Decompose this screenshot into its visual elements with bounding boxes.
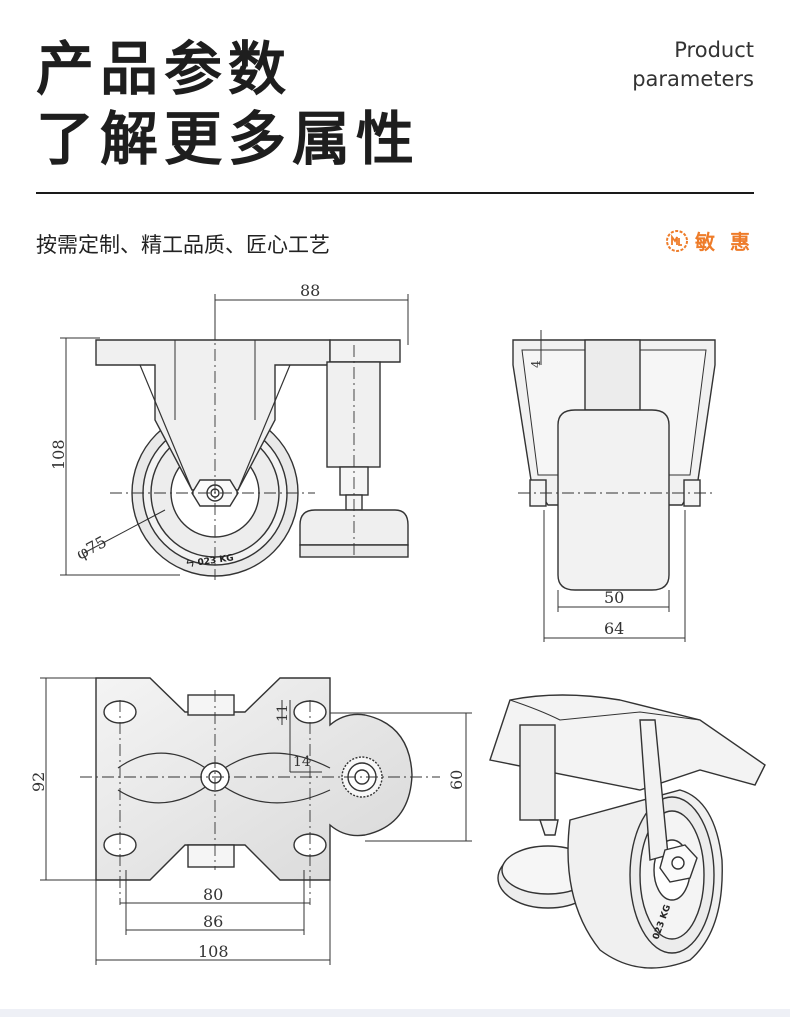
dim-wheel-diameter: φ75	[73, 532, 110, 564]
dim-front-width: 88	[300, 281, 320, 300]
dim-top-slot-14: 14	[293, 754, 311, 770]
bottom-strip	[0, 1009, 790, 1017]
top-view	[40, 677, 472, 965]
page-title-line2: 了解更多属性	[36, 105, 421, 173]
brand-name: 敏 惠	[695, 230, 754, 254]
dim-front-height: 108	[49, 439, 68, 470]
header-divider	[36, 192, 754, 194]
dim-top-width-86: 86	[203, 912, 223, 931]
english-title-line1: Product	[674, 38, 754, 62]
dim-top-bolt-80: 80	[203, 885, 223, 904]
dim-side-total-width: 64	[604, 619, 624, 638]
dim-top-slot-11: 11	[275, 704, 291, 722]
english-title-line2: parameters	[632, 67, 754, 91]
isometric-view	[489, 694, 766, 969]
page-title-line1: 产品参数	[36, 35, 293, 103]
dim-side-small: 4	[529, 360, 543, 368]
dim-top-height-60: 60	[447, 770, 466, 790]
dim-top-depth: 92	[29, 772, 48, 792]
brand-logo: 敏 惠	[665, 226, 754, 255]
dim-top-length-108: 108	[198, 942, 229, 961]
english-title: Product parameters	[632, 36, 754, 94]
side-view	[512, 330, 716, 642]
subtitle: 按需定制、精工品质、匠心工艺	[36, 233, 330, 257]
front-view	[60, 294, 409, 580]
brand-gear-icon	[666, 229, 689, 252]
dim-side-wheel-width: 50	[604, 588, 624, 607]
